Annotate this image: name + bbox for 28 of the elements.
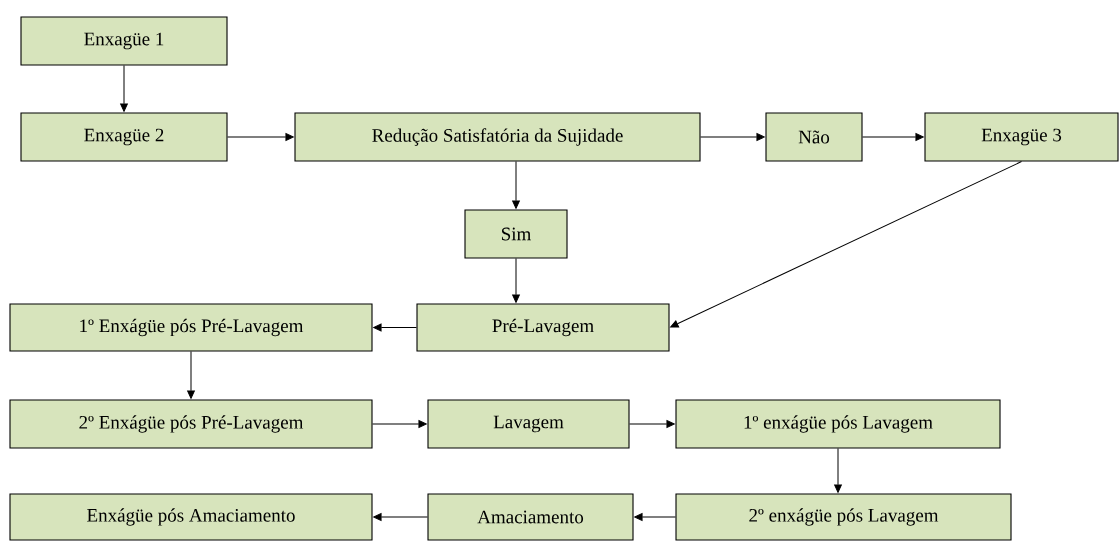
arrow <box>373 513 428 521</box>
process-box: Enxagüe 1 <box>20 16 228 66</box>
process-box: 2º enxágüe pós Lavagem <box>675 493 1012 541</box>
process-box: Não <box>765 112 863 162</box>
arrow <box>634 513 676 521</box>
process-box: Enxagüe 2 <box>20 112 228 162</box>
arrow <box>512 258 520 303</box>
process-box: Enxágüe pós Amaciamento <box>9 493 373 541</box>
arrow <box>120 65 128 112</box>
process-box: Sim <box>464 209 568 259</box>
process-box: Amaciamento <box>427 493 634 541</box>
arrow <box>187 351 195 399</box>
process-box: Redução Satisfatória da Sujidade <box>294 112 701 162</box>
process-box: 1º Enxágüe pós Pré-Lavagem <box>9 303 373 352</box>
arrow <box>700 133 765 141</box>
arrow <box>629 420 675 428</box>
process-box: Lavagem <box>427 399 630 449</box>
process-box: 2º Enxágüe pós Pré-Lavagem <box>9 399 373 449</box>
arrow <box>373 323 417 332</box>
arrow <box>512 161 520 209</box>
process-box: Enxagüe 3 <box>924 112 1119 162</box>
arrow <box>670 161 1022 328</box>
arrow <box>372 420 427 428</box>
arrow <box>862 133 924 141</box>
arrow <box>834 448 842 493</box>
process-box: Pré-Lavagem <box>416 303 670 352</box>
arrow <box>227 133 294 141</box>
process-box: 1º enxágüe pós Lavagem <box>675 399 1001 449</box>
